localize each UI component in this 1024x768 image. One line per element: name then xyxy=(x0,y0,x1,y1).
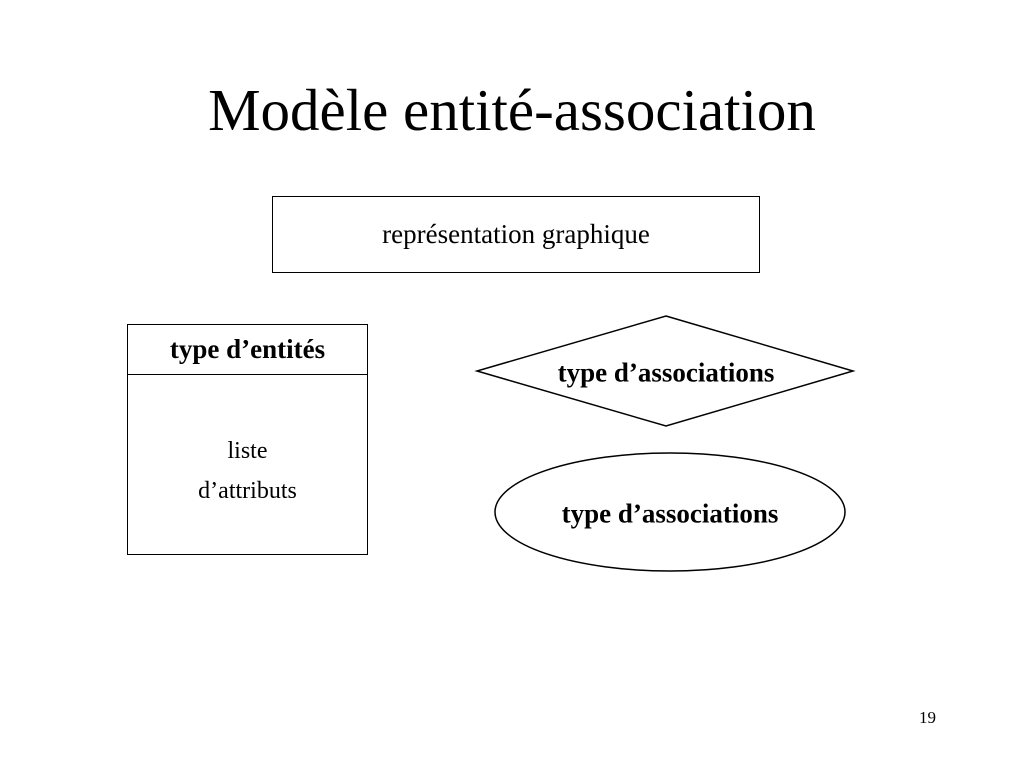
association-diamond-label: type d’associations xyxy=(557,357,775,388)
slide-title: Modèle entité-association xyxy=(208,77,816,143)
entity-attributes-line-1: liste xyxy=(227,438,268,464)
entity-type-box: type d’entités liste d’attributs xyxy=(127,324,368,555)
page-number: 19 xyxy=(919,708,936,727)
entity-attributes-line-2: d’attributs xyxy=(198,478,297,504)
association-ellipse-shape xyxy=(494,452,846,572)
representation-box: représentation graphique xyxy=(272,196,760,273)
representation-label: représentation graphique xyxy=(382,219,650,249)
entity-type-title: type d’entités xyxy=(128,325,367,375)
association-diamond-shape xyxy=(474,315,856,427)
association-ellipse-label: type d’associations xyxy=(561,498,779,529)
entity-attributes: liste d’attributs xyxy=(128,375,367,511)
